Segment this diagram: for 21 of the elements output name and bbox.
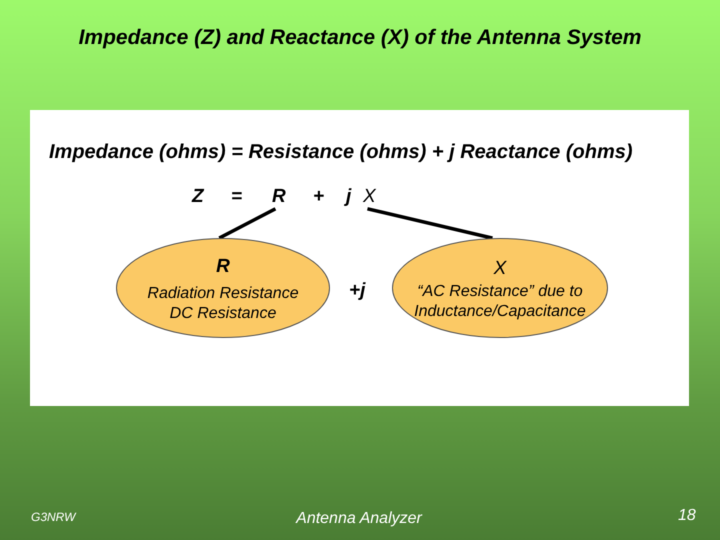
oval-heading: X <box>494 259 506 279</box>
connector-line <box>218 207 276 240</box>
oval-heading: R <box>216 257 230 277</box>
content-panel <box>30 110 689 406</box>
oval-node <box>116 238 330 338</box>
formula-symbol: + <box>313 186 324 209</box>
connector-line <box>367 207 493 240</box>
formula-symbol: = <box>231 186 242 209</box>
oval-text: Radiation Resistance DC Resistance <box>146 284 300 324</box>
formula-term: X <box>363 186 376 209</box>
slide-title: Impedance (Z) and Reactance (X) of the Antenna System <box>78 25 642 50</box>
formula-symbol: +j <box>349 280 366 303</box>
formula-symbol: j <box>346 186 352 209</box>
oval-text: “AC Resistance” due to Inductance/Capacitance <box>413 282 587 322</box>
oval-node <box>392 238 608 338</box>
footer-text: Antenna Analyzer <box>296 509 422 528</box>
formula-symbol: Z <box>192 186 204 209</box>
author-callsign: G3NRW <box>31 510 76 524</box>
formula-term: R <box>272 186 286 209</box>
page-number: 18 <box>678 506 696 526</box>
equation-text: Impedance (ohms) = Resistance (ohms) + j Reactance (ohms) <box>49 140 633 164</box>
